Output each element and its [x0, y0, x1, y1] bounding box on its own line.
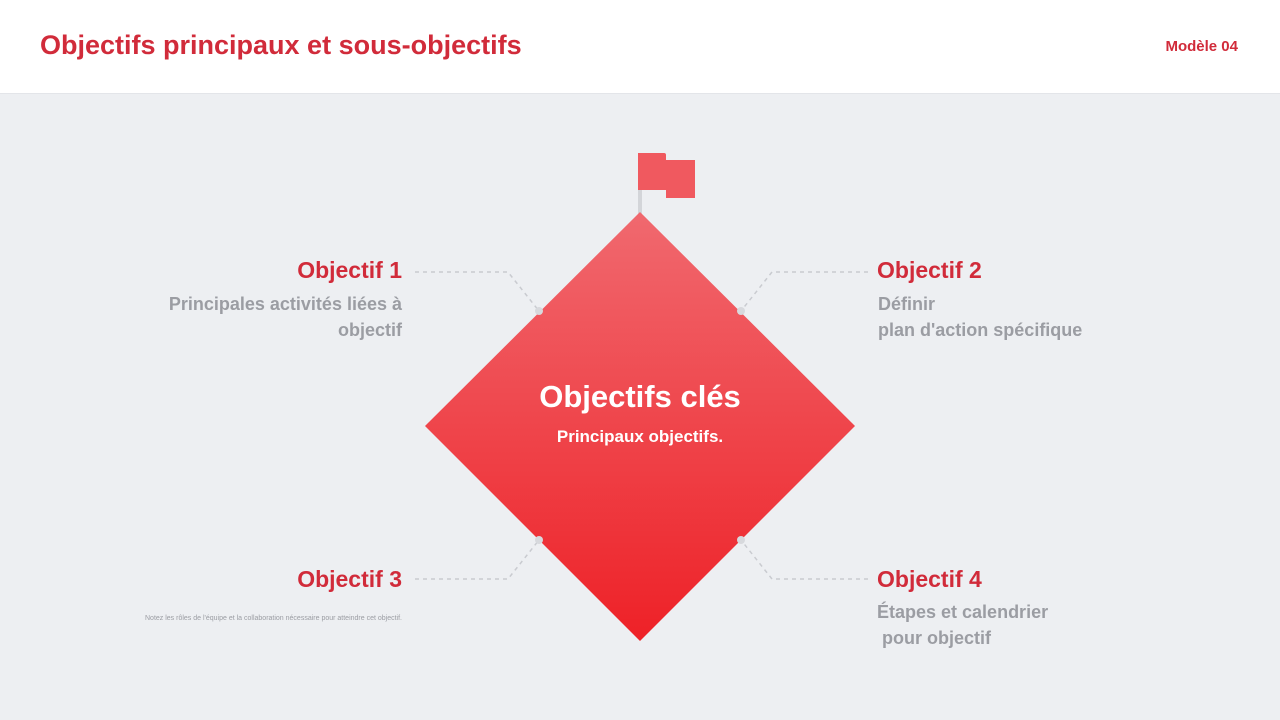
- objective-4-title: Objectif 4: [877, 566, 982, 592]
- objective-1-description: Principales activités liées à objectif: [168, 294, 402, 340]
- connector-dot: [737, 307, 745, 315]
- objective-4-description: Étapes et calendrier pour objectif: [877, 602, 1049, 648]
- connector-objective-3: [415, 539, 540, 580]
- key-objectives-diamond: [425, 212, 855, 641]
- objective-2-title: Objectif 2: [877, 257, 982, 283]
- objective-3-description: Notez les rôles de l'équipe et la collab…: [145, 615, 402, 622]
- objective-2-description: Définir plan d'action spécifique: [878, 294, 1083, 340]
- template-label: Modèle 04: [1165, 38, 1238, 55]
- center-subtitle: Principaux objectifs.: [556, 427, 724, 446]
- connector-objective-2: [740, 271, 868, 312]
- header-bar: Objectifs principaux et sous-objectifs M…: [0, 0, 1280, 94]
- objective-1-title: Objectif 1: [297, 257, 402, 283]
- page-title: Objectifs principaux et sous-objectifs: [40, 30, 522, 60]
- center-title: Objectifs clés: [539, 379, 741, 414]
- connector-objective-1: [415, 271, 540, 312]
- connector-objective-4: [740, 539, 868, 580]
- connector-dot: [737, 536, 745, 544]
- connector-dot: [535, 536, 543, 544]
- flag-icon: [638, 153, 695, 214]
- connector-dot: [535, 307, 543, 315]
- objective-3-title: Objectif 3: [297, 566, 402, 592]
